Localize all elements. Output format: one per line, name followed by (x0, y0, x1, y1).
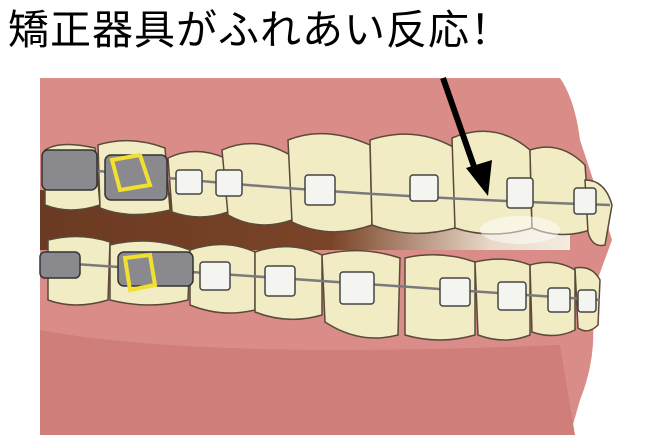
arrow-pointer-icon (440, 77, 492, 196)
lower-elastic (122, 252, 158, 293)
lower-ceramic-brackets (199, 261, 597, 313)
lower-metal-brackets (39, 251, 194, 287)
upper-elastic (109, 152, 153, 193)
caption-title: 矯正器具がふれあい反応！ (8, 6, 512, 54)
lip-shadow (40, 330, 575, 435)
contact-glow (480, 216, 560, 244)
upper-ceramic-brackets (175, 169, 597, 215)
